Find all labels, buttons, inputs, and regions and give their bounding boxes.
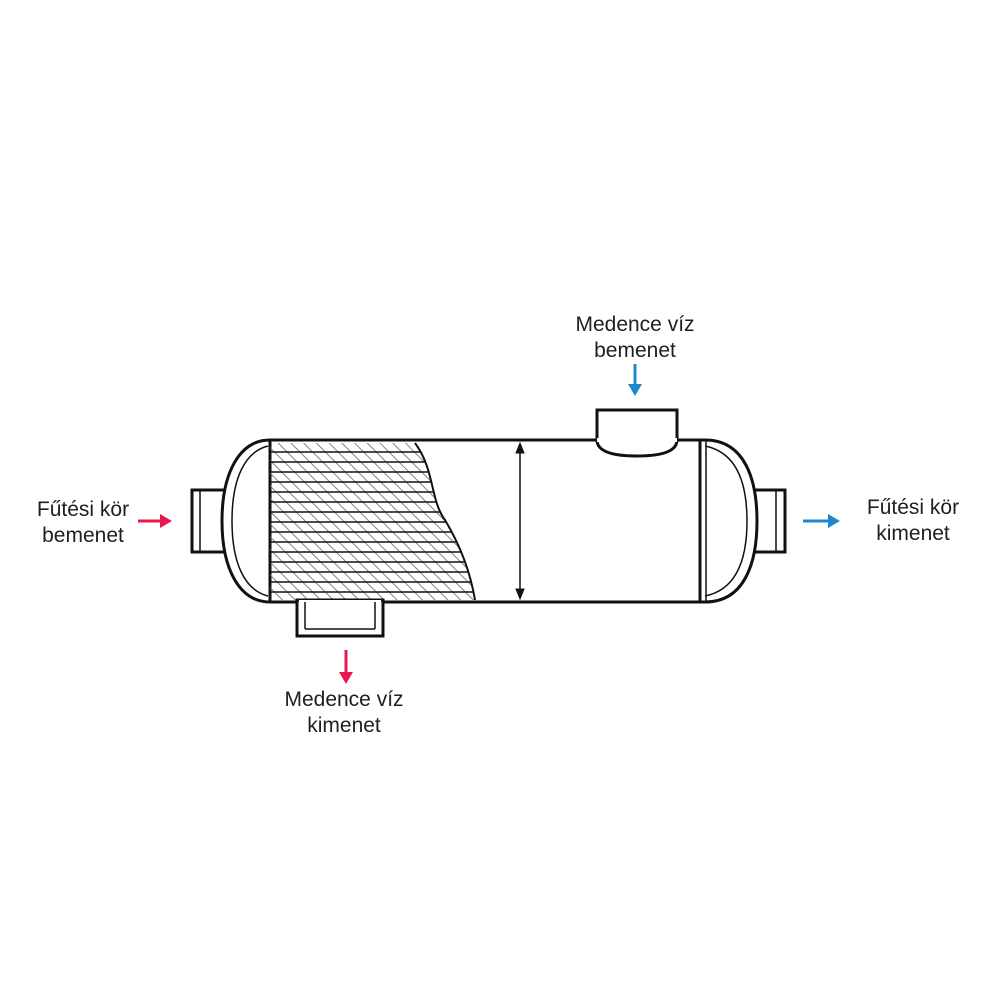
heating-outlet-label: Fűtési kör kimenet [866,496,960,545]
pool-outlet-nozzle [295,598,385,638]
pool-inlet-arrow [628,364,642,396]
pool-inlet-label: Medence víz bemenet [575,313,695,362]
heating-inlet-label: Fűtési kör bemenet [36,498,130,547]
heating-outlet-arrow [803,514,840,528]
pool-outlet-arrow [339,650,353,684]
pool-outlet-label: Medence víz kimenet [284,688,404,737]
pool-inlet-nozzle [595,408,679,458]
shell-diameter-marker [515,441,525,601]
heating-inlet-arrow [138,514,172,528]
